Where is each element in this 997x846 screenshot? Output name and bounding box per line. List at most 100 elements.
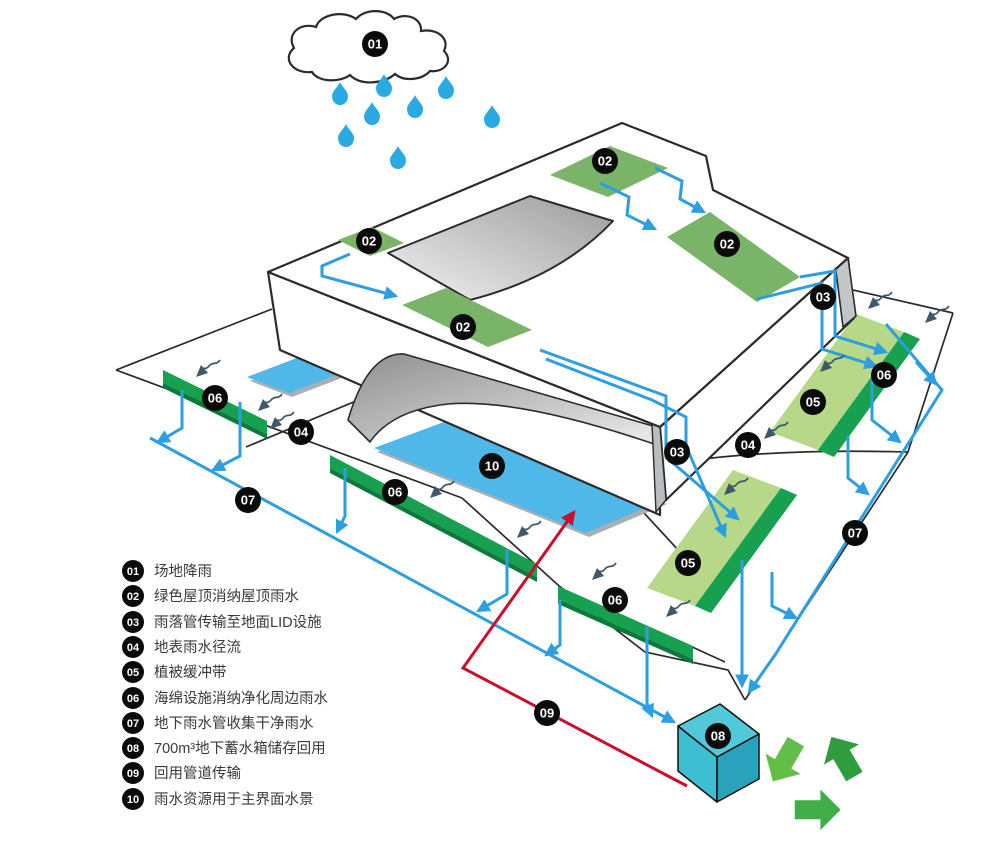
marker-pipe-right: 07 <box>842 520 868 546</box>
svg-text:05: 05 <box>681 556 695 571</box>
buffer-upper-dark-band <box>818 332 920 457</box>
marker-green-roof-center: 02 <box>450 314 476 340</box>
markers: 01 02 02 02 02 03 03 04 04 05 05 06 06 0… <box>202 31 897 749</box>
marker-sponge-left: 06 <box>202 385 228 411</box>
marker-sponge-middle: 06 <box>382 479 408 505</box>
legend-item: 08 700m³地下蓄水箱储存回用 <box>122 737 326 759</box>
svg-text:06: 06 <box>608 593 622 608</box>
svg-text:06: 06 <box>127 693 139 705</box>
svg-text:06: 06 <box>877 368 891 383</box>
legend-item: 02 绿色屋顶消纳屋顶雨水 <box>122 585 299 607</box>
svg-text:雨落管传输至地面LID设施: 雨落管传输至地面LID设施 <box>154 614 322 631</box>
drain-pipe <box>641 627 654 719</box>
marker-buffer-lower: 05 <box>675 550 701 576</box>
svg-text:01: 01 <box>127 566 139 578</box>
marker-storage-tank: 08 <box>705 723 731 749</box>
raindrops <box>332 74 500 169</box>
legend-item: 04 地表雨水径流 <box>122 636 241 658</box>
water-pools <box>247 351 667 537</box>
svg-text:雨水资源用于主界面水景: 雨水资源用于主界面水景 <box>154 791 314 808</box>
rain-cloud-group <box>287 10 500 169</box>
storage-tank-box <box>677 703 760 803</box>
marker-rain-cloud: 01 <box>362 31 388 57</box>
svg-text:700m³地下蓄水箱储存回用: 700m³地下蓄水箱储存回用 <box>154 740 326 757</box>
svg-text:10: 10 <box>485 459 499 474</box>
marker-green-roof-top: 02 <box>592 148 618 174</box>
svg-text:06: 06 <box>388 485 402 500</box>
svg-text:08: 08 <box>127 743 139 755</box>
ground-edge <box>115 308 273 371</box>
svg-text:05: 05 <box>127 667 139 679</box>
drain-pipe <box>476 549 509 613</box>
recycle-icon <box>755 726 872 830</box>
legend-item: 06 海绵设施消纳净化周边雨水 <box>122 687 328 709</box>
drain-pipe <box>544 600 562 657</box>
building-courtyard <box>387 195 614 301</box>
building <box>266 121 857 517</box>
svg-text:回用管道传输: 回用管道传输 <box>154 765 241 782</box>
svg-text:04: 04 <box>294 425 309 440</box>
legend-item: 10 雨水资源用于主界面水景 <box>122 788 314 810</box>
svg-text:地表雨水径流: 地表雨水径流 <box>154 639 241 656</box>
marker-reuse-pipe: 09 <box>534 700 560 726</box>
drain-pipe <box>846 436 870 496</box>
sponge-bottom <box>558 586 693 659</box>
sponge-bottom-edge <box>558 599 693 664</box>
marker-runoff-left: 04 <box>288 419 314 445</box>
svg-text:02: 02 <box>362 234 376 249</box>
svg-text:03: 03 <box>127 617 139 629</box>
roof-zigzag <box>654 166 707 214</box>
downspout-pipe <box>545 357 727 539</box>
svg-text:03: 03 <box>816 290 830 305</box>
marker-downspout-lower: 03 <box>664 439 690 465</box>
marker-runoff-right: 04 <box>735 432 761 458</box>
svg-text:02: 02 <box>598 154 612 169</box>
svg-text:10: 10 <box>127 794 139 806</box>
roof-zigzag <box>599 181 658 231</box>
roof-pipes <box>320 166 889 539</box>
building-arch <box>347 353 661 447</box>
svg-text:06: 06 <box>208 391 222 406</box>
green-roof-patch <box>667 212 800 302</box>
svg-text:绿色屋顶消纳屋顶雨水: 绿色屋顶消纳屋顶雨水 <box>154 588 299 605</box>
svg-text:04: 04 <box>127 642 140 654</box>
svg-text:09: 09 <box>540 706 554 721</box>
marker-sponge-right: 06 <box>871 362 897 388</box>
svg-text:02: 02 <box>720 237 734 252</box>
svg-text:植被缓冲带: 植被缓冲带 <box>154 664 227 681</box>
marker-green-roof-left: 02 <box>356 228 382 254</box>
marker-sponge-bottom: 06 <box>602 587 628 613</box>
drain-pipe <box>870 380 902 444</box>
svg-text:05: 05 <box>806 395 820 410</box>
marker-buffer-upper: 05 <box>800 389 826 415</box>
building-roof <box>266 121 850 429</box>
pipe-bend-arrow <box>914 360 938 386</box>
svg-text:07: 07 <box>848 526 862 541</box>
downspout-pipe <box>756 281 879 370</box>
drain-pipe <box>210 402 242 472</box>
svg-text:07: 07 <box>241 493 255 508</box>
marker-pipe-left: 07 <box>235 487 261 513</box>
svg-text:海绵设施消纳净化周边雨水: 海绵设施消纳净化周边雨水 <box>154 690 328 707</box>
marker-green-roof-right: 02 <box>714 231 740 257</box>
svg-text:04: 04 <box>741 438 756 453</box>
downspout-pipe <box>799 269 889 356</box>
svg-text:02: 02 <box>456 320 470 335</box>
svg-text:02: 02 <box>127 591 139 603</box>
legend-item: 03 雨落管传输至地面LID设施 <box>122 611 322 633</box>
svg-text:07: 07 <box>127 718 139 730</box>
sponge-middle-edge <box>330 468 537 582</box>
drain-pipe <box>156 390 184 444</box>
drain-pipe <box>770 572 799 620</box>
roof-pipe <box>320 252 399 300</box>
marker-downspout-upper: 03 <box>810 284 836 310</box>
svg-text:08: 08 <box>711 729 725 744</box>
legend-item: 05 植被缓冲带 <box>122 661 227 683</box>
downspout-pipe <box>539 348 740 521</box>
